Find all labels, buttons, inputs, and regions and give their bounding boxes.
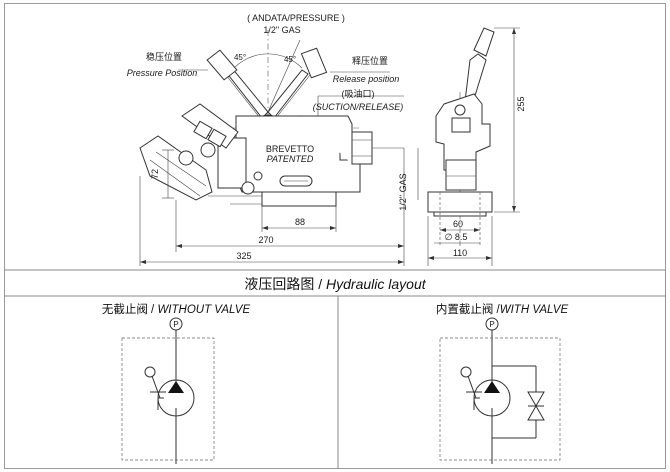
dim-72-label: 72 — [150, 169, 160, 179]
dim-255-label: 255 — [516, 96, 526, 111]
gas-side-label: 1/2" GAS — [398, 173, 408, 210]
release-position-en-label: Release position — [333, 74, 400, 84]
gas-top-label: 1/2" GAS — [263, 25, 300, 35]
with-valve-heading: 内置截止阀 /WITH VALVE — [436, 302, 569, 316]
brevetto-label: BREVETTO — [266, 144, 314, 154]
pump-side-view — [139, 30, 405, 266]
dim-hole-label: ∅ 8.5 — [445, 232, 468, 242]
dim-60-label: 60 — [453, 219, 463, 229]
andata-pressure-label: ( ANDATA/PRESSURE ) — [247, 13, 345, 23]
suction-cn-label: (吸油口) — [342, 88, 375, 99]
drawing-sheet — [4, 3, 666, 469]
patented-label: PATENTED — [267, 154, 314, 164]
pump-front-view — [417, 27, 520, 266]
hydraulic-layout-title: 液压回路图 / Hydraulic layout — [244, 276, 426, 292]
release-position-cn-label: 释压位置 — [352, 55, 388, 66]
pressure-position-en-label: Pressure Position — [127, 68, 198, 78]
schematic-without-valve: P — [121, 317, 215, 464]
angle-right-label: 45° — [284, 55, 296, 64]
port-p-left-label: P — [173, 320, 178, 329]
without-valve-heading: 无截止阀 / WITHOUT VALVE — [102, 302, 251, 316]
pressure-position-cn-label: 稳压位置 — [146, 51, 182, 62]
port-p-right-label: P — [489, 320, 494, 329]
dim-325-label: 325 — [236, 251, 251, 261]
angle-left-label: 45° — [234, 53, 246, 62]
dim-110-label: 110 — [453, 248, 467, 258]
schematic-with-valve: P — [439, 317, 561, 464]
suction-en-label: (SUCTION/RELEASE) — [313, 102, 404, 112]
dim-270-label: 270 — [258, 235, 273, 245]
dim-88-label: 88 — [295, 217, 305, 227]
